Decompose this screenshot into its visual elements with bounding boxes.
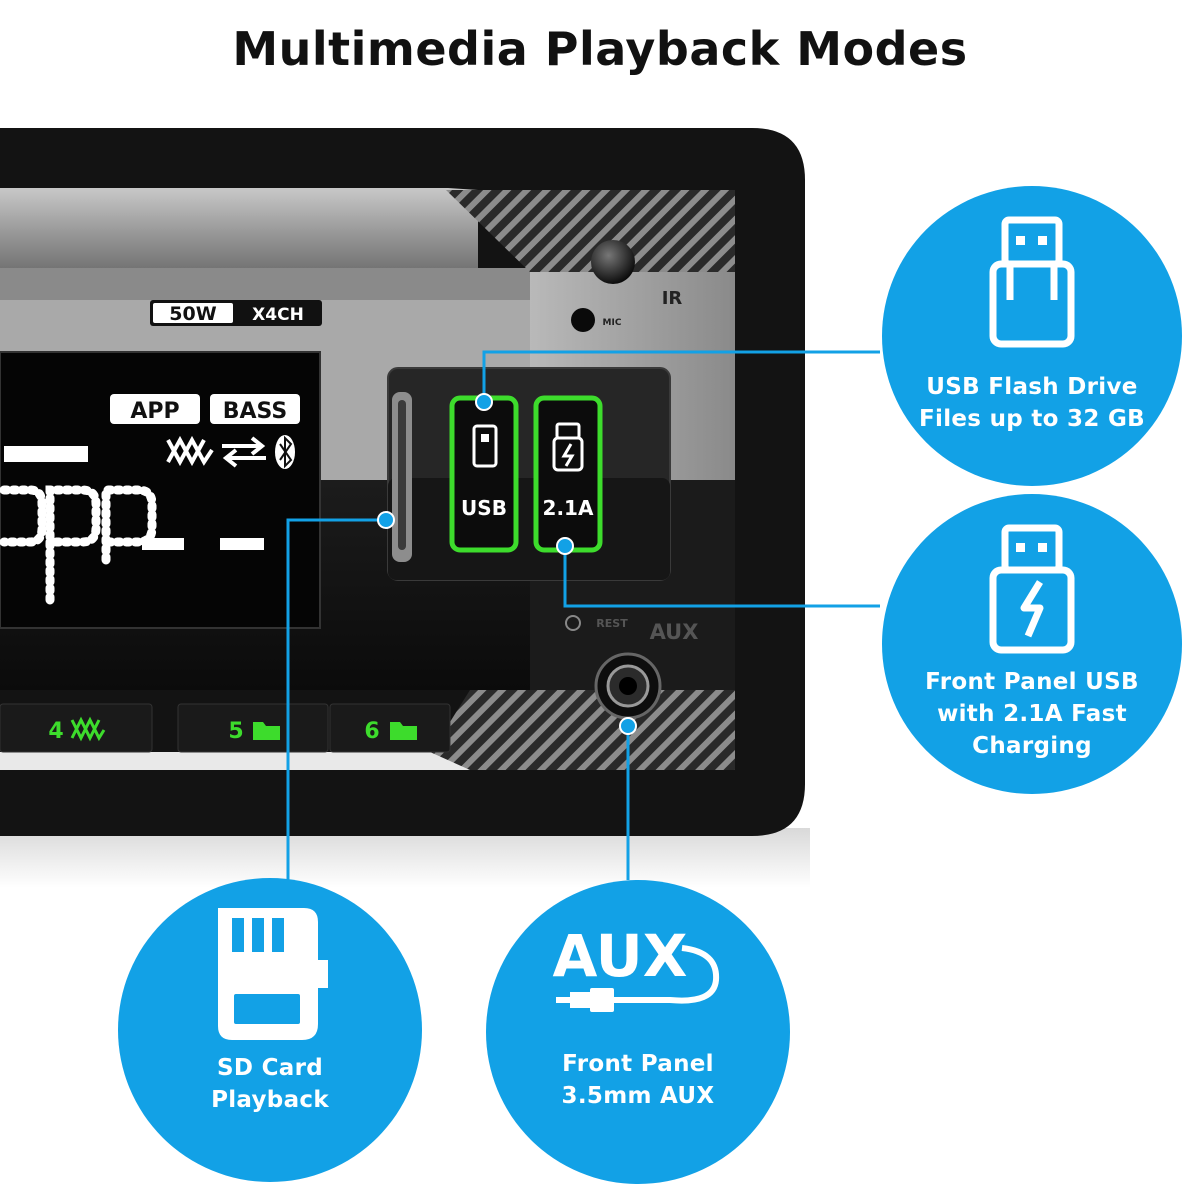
sd-card-caption: SD Card Playback	[211, 1055, 329, 1113]
fast-charge-circle	[882, 494, 1182, 794]
aux-jack[interactable]	[594, 652, 662, 720]
ir-label: IR	[662, 288, 683, 309]
page-title: Multimedia Playback Modes	[232, 22, 968, 76]
usb-charge-icon	[989, 524, 1075, 654]
floor-shadow	[0, 828, 810, 888]
port-housing-lower	[388, 478, 670, 580]
sd-card-icon	[218, 908, 328, 1040]
preset-button-6[interactable]: 6	[329, 703, 451, 753]
tag-bass: BASS	[223, 399, 288, 424]
ir-sensor	[591, 240, 635, 284]
mic-hole	[571, 308, 595, 332]
folder-icon	[253, 722, 280, 740]
bluetooth-icon	[275, 435, 295, 469]
shuffle-icon-green	[70, 716, 106, 742]
aux-circle	[486, 880, 790, 1184]
aux-label: AUX	[650, 620, 699, 644]
shuffle-icon	[166, 435, 214, 467]
lcd-dashes	[142, 538, 264, 550]
svg-text:4: 4	[48, 719, 63, 744]
display-tags: APP BASS	[110, 394, 300, 424]
aux-icon-text: AUX	[553, 922, 688, 990]
aux-caption: Front Panel 3.5mm AUX	[561, 1051, 715, 1109]
silver-frame-top	[0, 188, 478, 274]
fast-charge-caption: Front Panel USB with 2.1A Fast Charging	[925, 669, 1139, 759]
preset-button-4[interactable]: 4	[0, 703, 153, 753]
charge-port[interactable]: 2.1A	[533, 395, 603, 553]
folder-icon	[390, 722, 417, 740]
repeat-icon	[222, 436, 266, 468]
usb-flash-icon	[989, 216, 1075, 348]
tag-app: APP	[130, 399, 179, 424]
svg-text:6: 6	[364, 719, 379, 744]
usb-flash-circle	[882, 186, 1182, 486]
preset-button-5[interactable]: 5	[177, 703, 329, 753]
svg-text:5: 5	[228, 719, 243, 744]
callout-lines	[286, 350, 880, 880]
charge-port-label: 2.1A	[543, 496, 594, 520]
hatch-top-right	[446, 190, 735, 276]
power-badge-right: X4CH	[252, 305, 304, 325]
silver-frame-ledge	[0, 268, 530, 300]
hatch-bottom	[420, 690, 735, 770]
bottom-highlight	[0, 752, 470, 770]
lcd-segment-bar	[4, 446, 88, 462]
usb-flash-caption: USB Flash Drive Files up to 32 GB	[919, 374, 1145, 432]
aux-cable-icon: AUX	[553, 922, 720, 1012]
usb-port[interactable]: USB	[449, 395, 519, 553]
power-badge-left: 50W	[169, 303, 216, 325]
usb-port-label: USB	[461, 496, 507, 520]
mic-label: MIC	[603, 318, 622, 328]
callout-dots	[377, 393, 637, 735]
rest-label: REST	[596, 617, 628, 630]
reset-button[interactable]	[565, 615, 581, 631]
power-badge: 50W X4CH	[150, 300, 322, 326]
